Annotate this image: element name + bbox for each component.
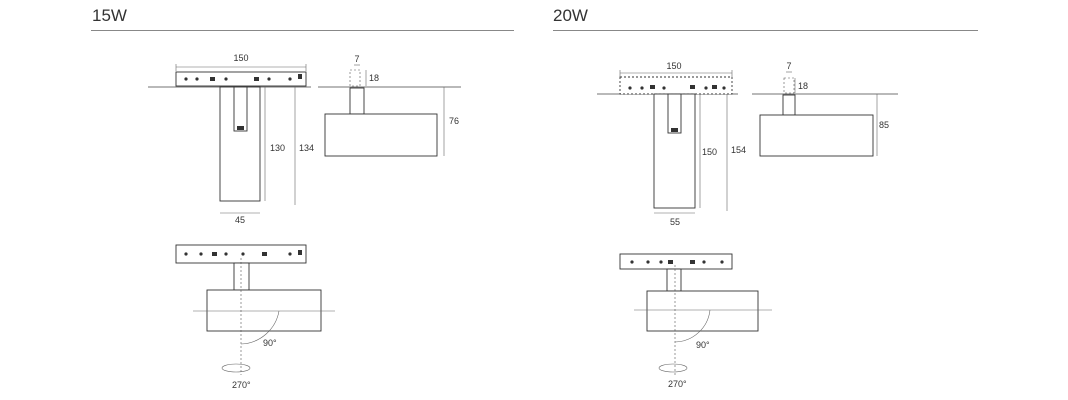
dim-track-width-20w: 150	[666, 61, 681, 71]
label-tilt-angle-20w: 90°	[696, 340, 710, 350]
drawing-15w-front-view: 150 130 134 45	[148, 53, 314, 225]
dim-body-height-15w: 130	[270, 143, 285, 153]
dim-adapter-height-20w: 18	[798, 81, 808, 91]
dim-adapter-width-20w: 7	[786, 61, 791, 71]
section-divider-20w	[553, 30, 978, 31]
dim-body-width-20w: 55	[670, 217, 680, 227]
section-title-20w: 20W	[553, 6, 588, 25]
drawing-20w-rotation-view: 90° 270°	[619, 253, 772, 389]
dim-total-height-20w: 154	[731, 145, 746, 155]
dim-track-width-15w: 150	[233, 53, 248, 63]
drawing-15w-rotation-view: 90° 270°	[175, 244, 335, 390]
dim-adapter-width-15w: 7	[354, 54, 359, 64]
dim-total-height-15w: 134	[299, 143, 314, 153]
label-tilt-angle-15w: 90°	[263, 338, 277, 348]
dim-head-height-15w: 76	[449, 116, 459, 126]
drawing-20w-front-view: 150 150 154 55	[597, 61, 746, 227]
drawing-20w-side-view: 7 18 85	[752, 61, 898, 157]
dim-body-height-20w: 150	[702, 147, 717, 157]
label-rotation-angle-20w: 270°	[668, 379, 687, 389]
label-rotation-angle-15w: 270°	[232, 380, 251, 390]
section-title-15w: 15W	[92, 6, 127, 25]
section-divider-15w	[91, 30, 514, 31]
drawing-15w-side-view: 7 18 76	[318, 54, 461, 157]
dim-body-width-15w: 45	[235, 215, 245, 225]
dim-head-height-20w: 85	[879, 120, 889, 130]
dim-adapter-height-15w: 18	[369, 73, 379, 83]
